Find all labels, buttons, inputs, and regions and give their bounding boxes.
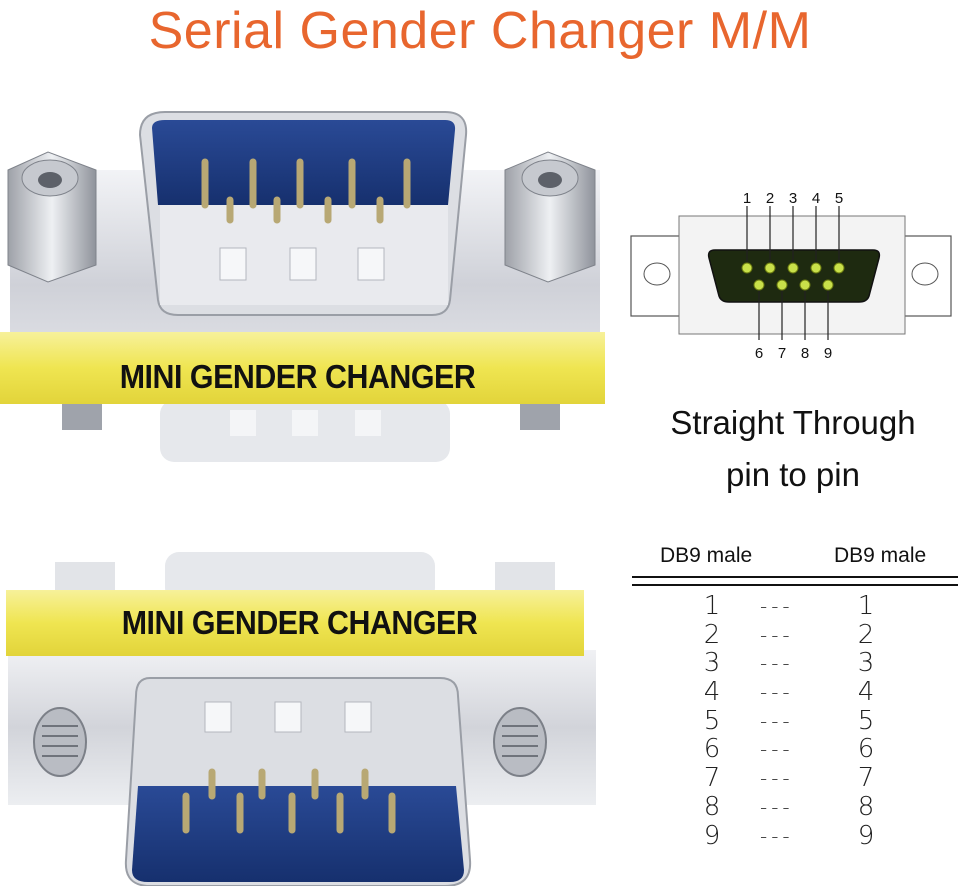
pin-right: 1: [857, 591, 875, 621]
table-row: 4 --- 4: [632, 678, 958, 707]
pin-left: 4: [703, 677, 721, 708]
table-row: 9 --- 9: [632, 822, 958, 851]
pin-left: 5: [703, 705, 721, 736]
pin-left: 3: [703, 648, 721, 679]
pin-number-label: 9: [824, 345, 832, 362]
adapter-photo-top: MINI GENDER CHANGER: [0, 100, 615, 470]
pin-right: 3: [857, 648, 875, 679]
table-row: 2 --- 2: [632, 621, 958, 650]
table-row: 8 --- 8: [632, 793, 958, 822]
db9-connector-drawing: 1 2 3 4 5 6 7 8 9: [630, 190, 952, 362]
pin-number-label: 8: [801, 345, 809, 362]
pin-number-label: 1: [743, 190, 751, 207]
pin-dot-4: [810, 262, 822, 274]
pin-number-label: 4: [812, 190, 820, 207]
table-header-left: DB9 male: [660, 544, 753, 567]
table-row: 3 --- 3: [632, 649, 958, 678]
pin-link: ---: [760, 766, 794, 791]
pin-left: 8: [703, 791, 721, 822]
table-row: 6 --- 6: [632, 735, 958, 764]
pin-link: ---: [760, 651, 794, 676]
pin-dot-7: [776, 279, 788, 291]
table-body: 1 --- 1 2 --- 2 3 --- 3 4 --- 4 5 --- 5 6 --- 6 7 ---…: [632, 592, 958, 850]
pin-link: ---: [760, 622, 794, 647]
pin-left: 2: [703, 619, 721, 650]
adapter-band-label: MINI GENDER CHANGER: [121, 604, 478, 641]
table-row: 5 --- 5: [632, 707, 958, 736]
table-divider: [632, 576, 958, 578]
table-header-right: DB9 male: [834, 544, 927, 567]
pin-left: 9: [703, 820, 721, 851]
wiring-caption-line1: Straight Through: [670, 404, 916, 441]
db9-pinout-diagram: 1 2 3 4 5 6 7 8 9: [627, 188, 957, 368]
pin-right: 4: [857, 677, 875, 708]
pin-dot-6: [753, 279, 765, 291]
pin-link: ---: [760, 680, 794, 705]
pin-link: ---: [760, 708, 794, 733]
pin-right: 7: [857, 763, 875, 794]
pin-dot-2: [764, 262, 776, 274]
pin-right: 5: [857, 705, 875, 736]
page-title: Serial Gender Changer M/M: [148, 2, 812, 60]
pin-link: ---: [760, 737, 794, 762]
pin-number-label: 7: [778, 345, 786, 362]
table-row: 7 --- 7: [632, 764, 958, 793]
pin-left: 6: [703, 734, 721, 765]
pin-dot-9: [822, 279, 834, 291]
adapter-top-drawing: [0, 111, 605, 462]
pin-right: 9: [857, 820, 875, 851]
adapter-photo-bottom: MINI GENDER CHANGER: [0, 540, 615, 887]
wiring-caption-line2: pin to pin: [726, 456, 860, 493]
pin-dot-3: [787, 262, 799, 274]
table-divider: [632, 584, 958, 586]
pin-link: ---: [760, 823, 794, 848]
pin-left: 7: [703, 763, 721, 794]
pin-mapping-table: DB9 male DB9 male 1 --- 1 2 --- 2 3 --- 3 4 ---…: [632, 538, 958, 868]
adapter-bottom-drawing: [6, 552, 596, 887]
adapter-band-label: MINI GENDER CHANGER: [119, 358, 476, 395]
pin-right: 6: [857, 734, 875, 765]
pin-right: 8: [857, 791, 875, 822]
pin-number-label: 2: [766, 190, 774, 207]
table-row: 1 --- 1: [632, 592, 958, 621]
pin-dot-5: [833, 262, 845, 274]
pin-left: 1: [703, 591, 721, 621]
pin-number-label: 3: [789, 190, 797, 207]
pin-dot-8: [799, 279, 811, 291]
pin-right: 2: [857, 619, 875, 650]
pin-link: ---: [760, 594, 794, 618]
pin-dot-1: [741, 262, 753, 274]
pin-link: ---: [760, 794, 794, 819]
pin-number-label: 5: [835, 190, 843, 207]
pin-number-label: 6: [755, 345, 763, 362]
